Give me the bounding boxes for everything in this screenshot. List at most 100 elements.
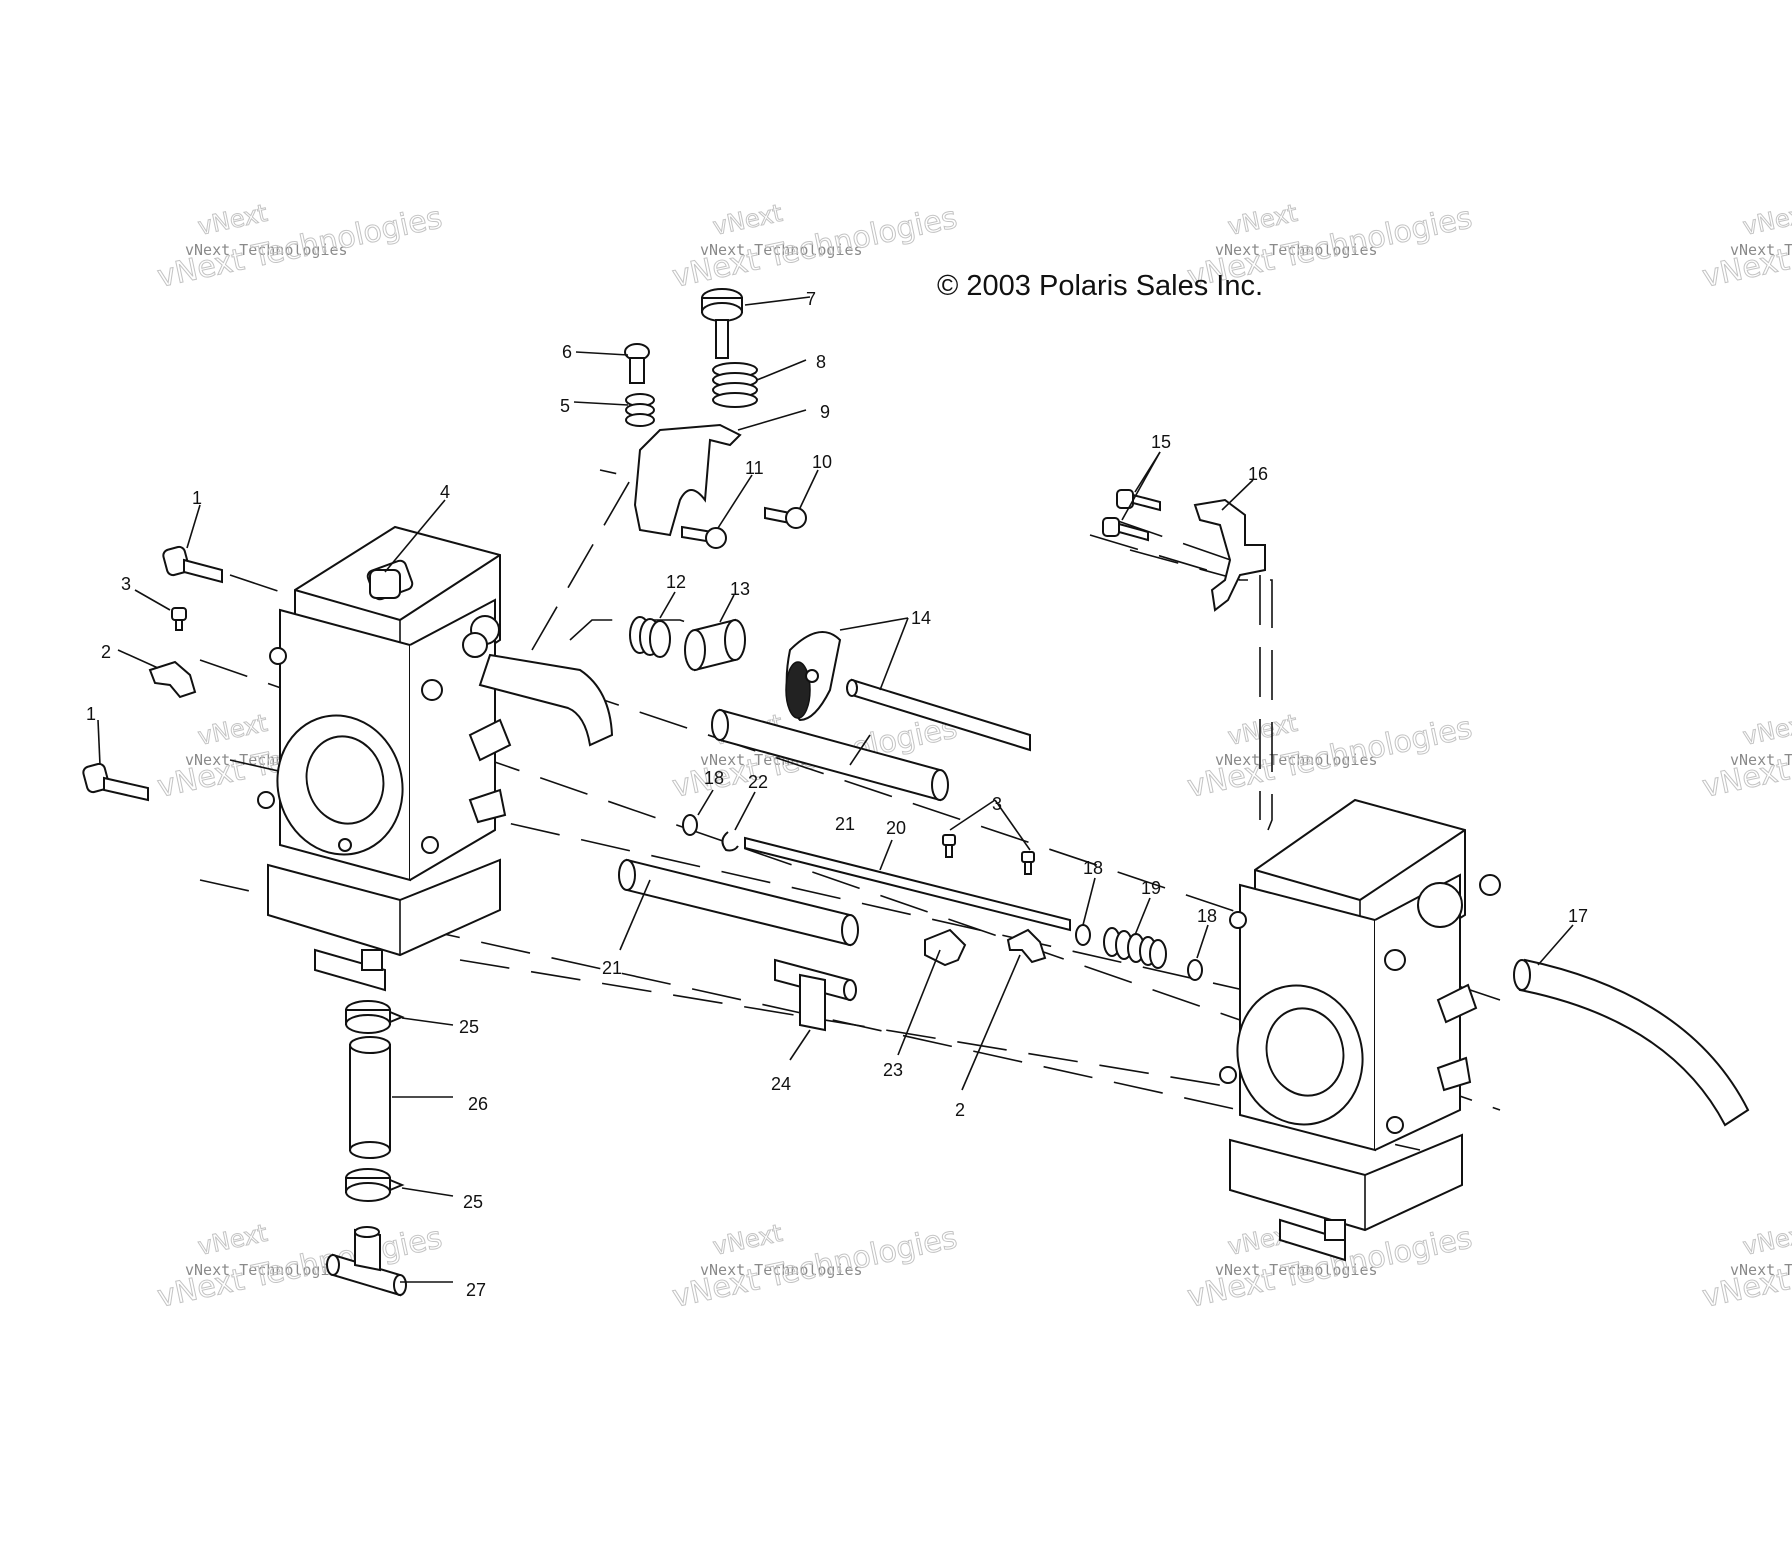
watermark-text: vNext Technologies (1730, 241, 1792, 259)
callout-27: 27 (466, 1280, 486, 1300)
watermark-tile: vNext vNext Technologies vNext Technolog… (1699, 1218, 1792, 1315)
watermark-text: vNext (710, 199, 784, 241)
part-2-clip (148, 660, 197, 699)
part-18-washer (682, 814, 698, 836)
watermark-text: vNext (1740, 1219, 1792, 1261)
part-9-bracket (633, 423, 742, 537)
callout-10: 10 (812, 452, 832, 472)
callout-8: 8 (816, 352, 826, 372)
callout-15: 15 (1151, 432, 1171, 452)
callout-3: 3 (121, 574, 131, 594)
callout-17: 17 (1568, 906, 1588, 926)
part-21-tube-lower (618, 858, 859, 947)
watermark-text: vNext (1225, 199, 1299, 241)
watermark-text: vNext (195, 199, 269, 241)
watermark-text: vNext (1225, 709, 1299, 751)
watermark-text: vNext (1740, 709, 1792, 751)
callout-9: 9 (820, 402, 830, 422)
part-19-spring (1103, 927, 1167, 969)
part-3-screw (171, 607, 187, 631)
callout-21: 21 (602, 958, 622, 978)
part-13-bushing (684, 618, 746, 672)
part-20-shaft (744, 836, 1071, 932)
part-16-bracket (1193, 498, 1266, 612)
callout-22: 22 (748, 772, 768, 792)
callout-23: 23 (883, 1060, 903, 1080)
callout-1: 1 (86, 704, 96, 724)
watermark-text: vNext Technologies (185, 241, 348, 259)
part-7-screw (701, 288, 743, 359)
leader-lines (97, 296, 1574, 1283)
part-22-clip (721, 831, 739, 852)
part-18-washer-right (1187, 959, 1203, 981)
watermark-text: vNext Technologies (1215, 1261, 1378, 1279)
part-25-clamp-bottom (345, 1168, 405, 1202)
callout-18: 18 (704, 768, 724, 788)
callout-26: 26 (468, 1094, 488, 1114)
part-1-screw-bottom (82, 762, 149, 802)
watermark-tile: vNext vNext Technologies vNext Technolog… (669, 1218, 961, 1315)
part-6-screw (624, 343, 650, 384)
part-10-screw (764, 506, 807, 529)
watermark-text: vNext Technologies (1215, 241, 1378, 259)
part-17-hose (1518, 958, 1750, 1127)
part-3-screws (942, 834, 1035, 875)
callout-18: 18 (1083, 858, 1103, 878)
watermark-tile: vNext vNext Technologies vNext Technolog… (154, 1218, 446, 1315)
callout-14: 14 (911, 608, 931, 628)
callout-1: 1 (192, 488, 202, 508)
watermark-text: vNext (195, 1219, 269, 1261)
callout-6: 6 (562, 342, 572, 362)
left-carburetor (257, 525, 614, 992)
callout-20: 20 (886, 818, 906, 838)
part-26-hose (349, 1036, 391, 1159)
part-8-spring (712, 362, 758, 408)
callout-24: 24 (771, 1074, 791, 1094)
callout-12: 12 (666, 572, 686, 592)
part-11-screw (681, 525, 727, 549)
callout-5: 5 (560, 396, 570, 416)
callout-19: 19 (1141, 878, 1161, 898)
part-2-clip-middle (1006, 928, 1047, 964)
part-25-clamp-top (345, 1000, 405, 1034)
watermark-tile: vNext vNext Technologies vNext Technolog… (1699, 198, 1792, 295)
callout-11: 11 (745, 458, 764, 478)
callout-2: 2 (101, 642, 111, 662)
watermark-text: vNext Technologies (700, 1261, 863, 1279)
part-1-screw-top (162, 545, 223, 584)
part-14-lever (785, 631, 1031, 752)
callout-25: 25 (463, 1192, 483, 1212)
callout-13: 13 (730, 579, 750, 599)
part-4-jet (369, 569, 401, 599)
watermark-text: vNext Technologies (1730, 751, 1792, 769)
copyright-text: © 2003 Polaris Sales Inc. (937, 270, 1263, 302)
watermark-text: vNext (195, 709, 269, 751)
watermark-tile: vNext vNext Technologies vNext Technolog… (154, 198, 446, 295)
callout-16: 16 (1248, 464, 1268, 484)
part-21-tube-upper (711, 708, 949, 802)
part-5-spring (625, 393, 655, 427)
right-carburetor (1219, 798, 1501, 1262)
callout-18: 18 (1197, 906, 1217, 926)
callout-21: 21 (835, 814, 855, 834)
watermark-text: vNext (710, 1219, 784, 1261)
watermark-text: vNext Technologies (1215, 751, 1378, 769)
callout-7: 7 (806, 289, 816, 309)
watermark-text: vNext (1740, 199, 1792, 241)
callout-3: 3 (992, 794, 1002, 814)
part-23-lever (924, 928, 967, 967)
watermark-text: vNext Technologies (1730, 1261, 1792, 1279)
watermark-text: vNext Technologies (700, 241, 863, 259)
part-12-spring (629, 616, 671, 658)
part-18-washer-mid (1075, 924, 1091, 946)
callout-labels: 1 3 2 1 4 5 6 7 8 9 10 11 12 13 14 15 16… (86, 289, 1588, 1300)
watermark-tile: vNext vNext Technologies vNext Technolog… (1184, 708, 1476, 805)
watermark-tile: vNext vNext Technologies vNext Technolog… (669, 198, 961, 295)
callout-4: 4 (440, 482, 450, 502)
callout-2: 2 (955, 1100, 965, 1120)
watermark-text: vNext Technologies (185, 1261, 348, 1279)
part-27-tee (326, 1226, 407, 1297)
parts (82, 288, 1750, 1297)
